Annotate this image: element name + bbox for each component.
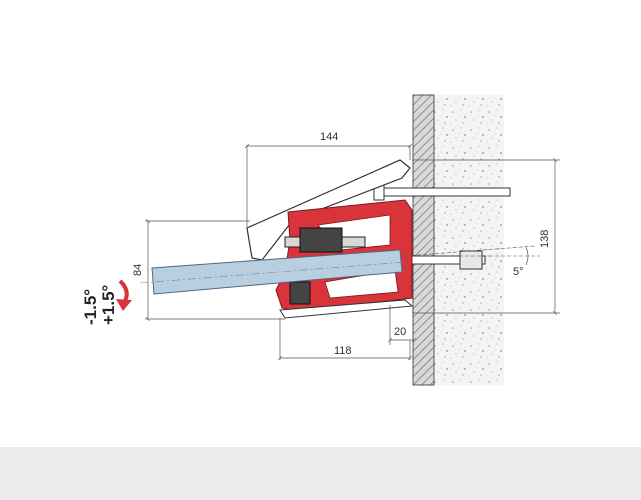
clamp-pad-top [299, 227, 343, 253]
dimension-20-label: 20 [394, 326, 406, 338]
clamp-pad-bottom [289, 281, 311, 305]
adjust-plus-label: +1.5° [99, 284, 118, 325]
dimension-118: 118 [280, 318, 410, 360]
adjust-minus-label: -1.5° [81, 289, 100, 325]
footer-band [0, 447, 641, 500]
anchor-rod-top [377, 187, 511, 197]
dimension-144-label: 144 [320, 131, 338, 143]
bottom-plate [279, 299, 414, 319]
glass-panel [151, 249, 403, 295]
dimension-84: 84 [132, 221, 285, 319]
wall-cladding [412, 94, 435, 386]
glass-centerline [139, 261, 406, 284]
anchor-bolt-bottom-head [459, 250, 483, 270]
angle-5-label: 5° [513, 266, 524, 278]
dimension-118-label: 118 [334, 345, 352, 357]
dimension-84-label: 84 [132, 264, 144, 276]
dimension-138: 138 [412, 160, 560, 313]
dimension-20: 20 [390, 305, 414, 345]
rotation-arrow-icon [116, 279, 132, 311]
angle-5-degree: 5° [404, 245, 540, 278]
concrete-wall [434, 95, 504, 385]
bracket-section-drawing: 144 84 118 20 138 5° -1.5° +1.5° [81, 94, 560, 386]
dimension-138-label: 138 [539, 230, 551, 248]
cover-plate [246, 159, 411, 261]
dimension-144: 144 [247, 131, 410, 228]
